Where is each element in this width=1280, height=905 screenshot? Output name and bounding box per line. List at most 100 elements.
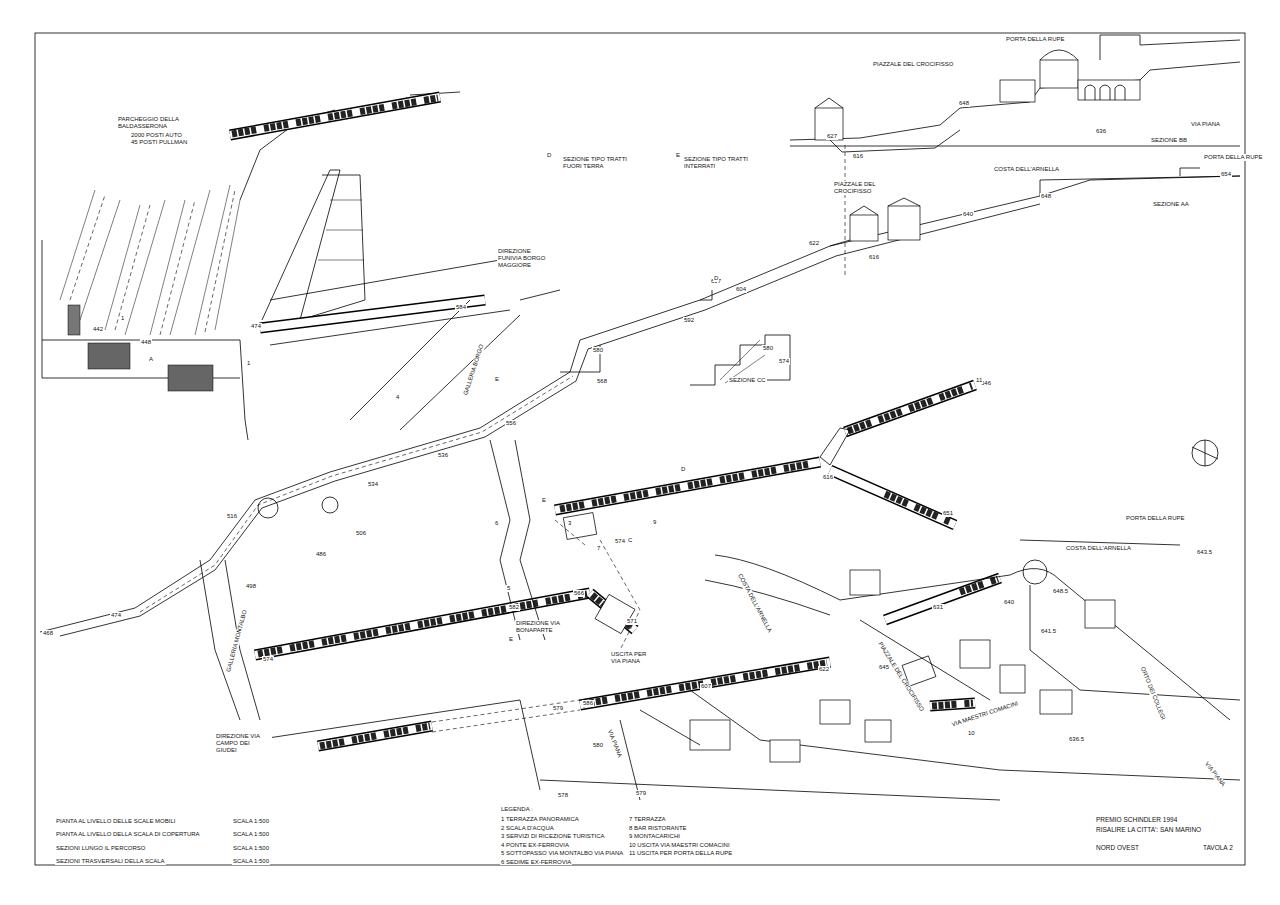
longitudinal-section — [40, 145, 1240, 636]
elevation-number: 622 — [818, 666, 830, 673]
drawing-label: PIANTA AL LIVELLO DELLA SCALA DI COPERTU… — [55, 831, 201, 838]
elevation-number: 10 — [967, 730, 976, 737]
elevation-number: 607 — [700, 683, 712, 690]
elevation-number: 468 — [42, 630, 54, 637]
elevation-number: 641.5 — [1040, 628, 1057, 635]
elevation-number: 474 — [250, 323, 262, 330]
section-cc — [690, 335, 790, 385]
drawing-label: SEZIONE BB — [1150, 137, 1188, 144]
elevation-number: 442 — [92, 326, 104, 333]
drawing-label: RISALIRE LA CITTA': SAN MARINO — [1095, 826, 1202, 833]
elevation-number: 648 — [958, 100, 970, 107]
elevation-number: 474 — [110, 612, 122, 619]
elevation-number: 498 — [245, 583, 257, 590]
elevation-number: 574 — [262, 656, 274, 663]
elevation-number: 534 — [367, 481, 379, 488]
section-bb — [790, 35, 1240, 152]
elevation-number: 616 — [868, 254, 880, 261]
elevation-number: 640 — [962, 211, 974, 218]
sheet-frame — [35, 33, 1245, 865]
elevation-number: 5 — [506, 585, 511, 592]
elevation-number: 636.5 — [1068, 736, 1085, 743]
drawing-label: E — [541, 497, 547, 504]
elevation-number: 651 — [942, 510, 954, 517]
drawing-label: SEZIONE CC — [728, 377, 767, 384]
elevation-number: 592 — [683, 317, 695, 324]
elevation-number: 616 — [852, 153, 864, 160]
legend-entry: 6 SEDIME EX-FERROVIA — [500, 859, 572, 866]
drawing-label: LEGENDA : — [500, 806, 534, 813]
elevation-number: 579 — [635, 790, 647, 797]
drawing-label: TAVOLA 2 — [1202, 844, 1234, 851]
drawing-label: 2000 POSTI AUTO 45 POSTI PULLMAN — [130, 132, 190, 146]
elevation-number: 582 — [508, 604, 520, 611]
drawing-label: SEZIONI TRASVERSALI DELLA SCALA — [55, 858, 166, 865]
elevation-number: 9 — [652, 519, 657, 526]
legend-entry: 10 USCITA VIA MAESTRI COMACINI — [628, 842, 731, 849]
legend-entry: 11 USCITA PER PORTA DELLA RUPE — [628, 850, 733, 857]
drawing-label: VIA PIANA — [1203, 760, 1228, 789]
drawing-label: C — [627, 537, 633, 544]
legend-entry: 4 PONTE EX-FERROVIA — [500, 842, 570, 849]
drawing-label: PREMIO SCHINDLER 1994 — [1095, 816, 1178, 823]
elevation-number: 648.5 — [1052, 588, 1069, 595]
drawing-label: SCALA 1:500 — [232, 858, 270, 865]
elevation-number: 574 — [614, 538, 626, 545]
elevation-number: 580 — [762, 345, 774, 352]
elevation-number: 574 — [778, 358, 790, 365]
elevation-number: 622 — [808, 240, 820, 247]
drawing-label: SCALA 1:500 — [232, 845, 270, 852]
elevation-number: 571 — [626, 618, 638, 625]
drawing-label: GALLERIA MONTALBO — [225, 608, 249, 673]
elevation-number: 486 — [315, 551, 327, 558]
north-arrow — [1192, 440, 1218, 466]
parking-plan — [42, 92, 460, 440]
drawing-label: D — [546, 152, 552, 159]
legend-entry: 1 TERRAZZA PANORAMICA — [500, 816, 580, 823]
legend-entry: 5 SOTTOPASSO VIA MONTALBO VIA PIANA — [500, 850, 624, 857]
elevation-number: 3 — [567, 520, 572, 527]
drawing-label: USCITA PER VIA PIANA — [610, 651, 652, 665]
escalator-strips — [230, 97, 1000, 746]
legend-entry: 3 SERVIZI DI RICEZIONE TURISTICA — [500, 833, 605, 840]
drawing-label: A — [148, 356, 154, 363]
elevation-number: 4 — [395, 394, 400, 401]
drawing-label: VIA MAESTRI COMACINI — [950, 700, 1020, 729]
elevation-number: 580 — [592, 742, 604, 749]
drawing-label: SEZIONI LUNGO IL PERCORSO — [55, 845, 146, 852]
elevation-number: 506 — [355, 530, 367, 537]
drawing-label: E — [508, 636, 514, 643]
elevation-number: 654 — [1220, 171, 1232, 178]
drawing-label: DIREZIONE VIA BONAPARTE — [515, 620, 565, 634]
elevation-number: 580 — [592, 347, 604, 354]
drawing-label: COSTA DELL'ARNELLA — [1065, 545, 1132, 552]
drawing-label: DIREZIONE VIA CAMPO DEI GIUDEI — [215, 733, 272, 754]
elevation-number: 1 — [246, 360, 251, 367]
drawing-label: PIAZZALE DEL CROCIFISSO — [872, 61, 954, 68]
drawing-label: D — [713, 275, 719, 282]
drawing-label: PORTA DELLA RUPE — [1005, 36, 1065, 43]
legend-entry: 2 SCALA D'ACQUA — [500, 825, 555, 832]
drawing-label: ORTO DEI COLLEGI — [1139, 665, 1167, 722]
elevation-number: 648 — [1040, 193, 1052, 200]
elevation-number: 448 — [140, 339, 152, 346]
drawing-label: SCALA 1:500 — [232, 831, 270, 838]
town-plan — [520, 540, 1240, 800]
elevation-number: 640 — [1003, 599, 1015, 606]
elevation-number: 11 — [975, 377, 983, 384]
elevation-number: 643.5 — [1196, 549, 1213, 556]
galleries — [200, 260, 560, 740]
drawing-label: COSTA DELL'ARNELLA — [993, 166, 1060, 173]
elevation-number: 578 — [557, 792, 569, 799]
elevation-number: 616 — [822, 474, 834, 481]
drawing-label: PIAZZALE DEL CROCIFISSO — [876, 640, 926, 714]
elevation-number: 536 — [437, 452, 449, 459]
legend-entry: 7 TERRAZZA — [628, 816, 667, 823]
drawing-label: E — [675, 152, 681, 159]
drawing-label: PARCHEGGIO DELLA BALDASSERONA — [117, 116, 181, 130]
elevation-number: 556 — [505, 420, 517, 427]
legend-entry: 9 MONTACARICHI — [628, 833, 681, 840]
drawing-label: SEZIONE TIPO TRATTI FUORI TERRA — [562, 156, 636, 170]
elevation-number: 1 — [120, 315, 125, 322]
